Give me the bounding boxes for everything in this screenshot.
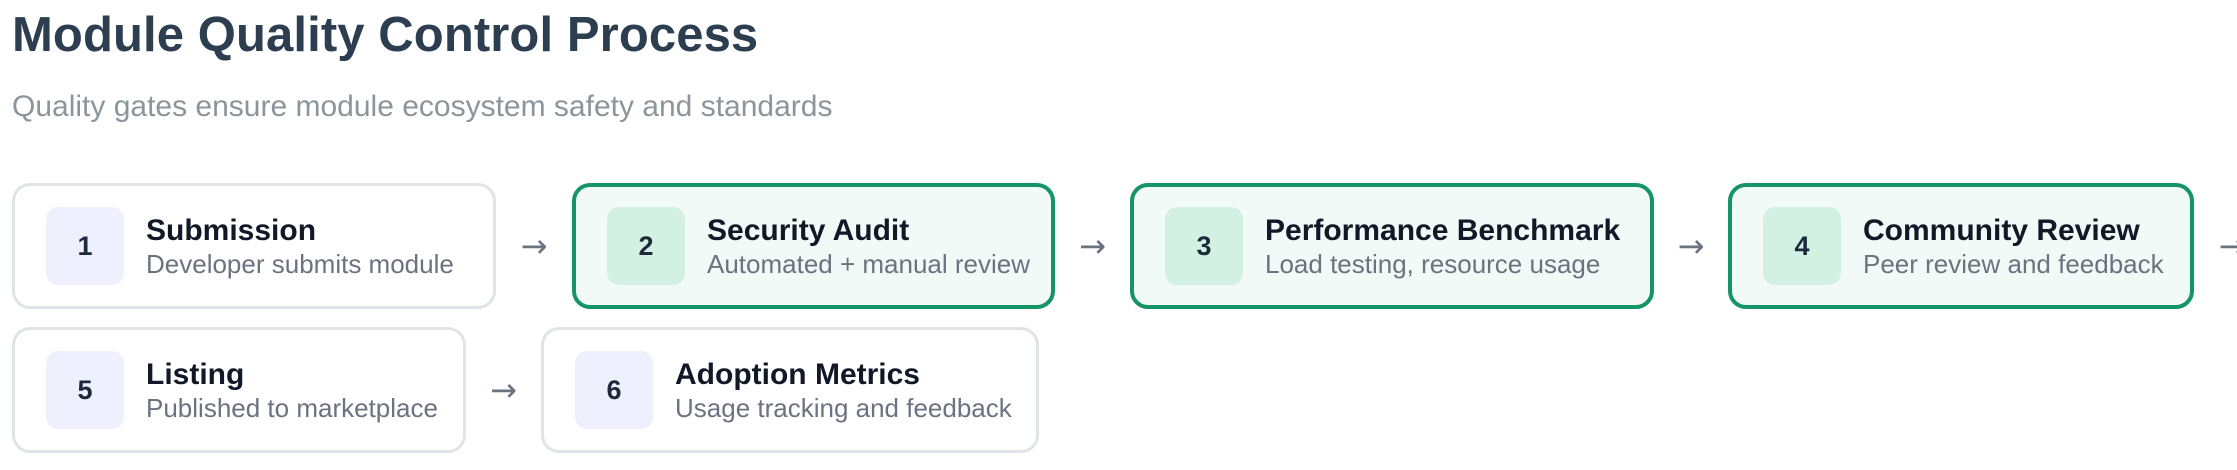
flow-row-2: 5 Listing Published to marketplace → 6 A… [12, 326, 2232, 454]
arrow-right-icon: → [2218, 227, 2237, 265]
step-number-badge: 6 [575, 351, 653, 429]
arrow-right-icon: → [1079, 227, 1106, 265]
step-number-badge: 1 [46, 207, 124, 285]
step-text: Performance Benchmark Load testing, reso… [1265, 214, 1620, 279]
step-description: Published to marketplace [146, 392, 438, 423]
step-description: Peer review and feedback [1863, 248, 2164, 279]
step-security-audit: 2 Security Audit Automated + manual revi… [572, 183, 1055, 309]
step-description: Automated + manual review [707, 248, 1031, 279]
step-title: Listing [146, 357, 245, 391]
step-performance-benchmark: 3 Performance Benchmark Load testing, re… [1130, 183, 1654, 309]
arrow-right-icon: → [520, 227, 548, 265]
step-listing: 5 Listing Published to marketplace [12, 327, 466, 453]
step-title: Performance Benchmark [1265, 213, 1621, 247]
step-description: Load testing, resource usage [1265, 248, 1601, 279]
arrow-right-icon: → [1677, 227, 1705, 265]
step-text: Security Audit Automated + manual review [707, 214, 1030, 279]
step-text: Community Review Peer review and feedbac… [1863, 214, 2164, 279]
step-title: Adoption Metrics [675, 357, 920, 391]
step-description: Usage tracking and feedback [675, 392, 1012, 423]
step-number-badge: 5 [46, 351, 124, 429]
step-text: Listing Published to marketplace [146, 358, 438, 423]
step-description: Developer submits module [146, 248, 454, 279]
step-title: Security Audit [707, 213, 910, 247]
step-number-badge: 2 [607, 207, 685, 285]
step-title: Submission [146, 213, 317, 247]
flow-row-1: 1 Submission Developer submits module → … [12, 182, 2237, 310]
step-text: Submission Developer submits module [146, 214, 454, 279]
page-title: Module Quality Control Process [12, 8, 759, 62]
step-title: Community Review [1863, 213, 2140, 247]
page-subtitle: Quality gates ensure module ecosystem sa… [12, 90, 833, 123]
step-number-badge: 3 [1165, 207, 1243, 285]
process-flow: 1 Submission Developer submits module → … [12, 182, 2237, 454]
step-text: Adoption Metrics Usage tracking and feed… [675, 358, 1012, 423]
step-adoption-metrics: 6 Adoption Metrics Usage tracking and fe… [541, 327, 1039, 453]
step-community-review: 4 Community Review Peer review and feedb… [1728, 183, 2194, 309]
step-number-badge: 4 [1763, 207, 1841, 285]
arrow-right-icon: → [490, 371, 517, 409]
step-submission: 1 Submission Developer submits module [12, 183, 496, 309]
